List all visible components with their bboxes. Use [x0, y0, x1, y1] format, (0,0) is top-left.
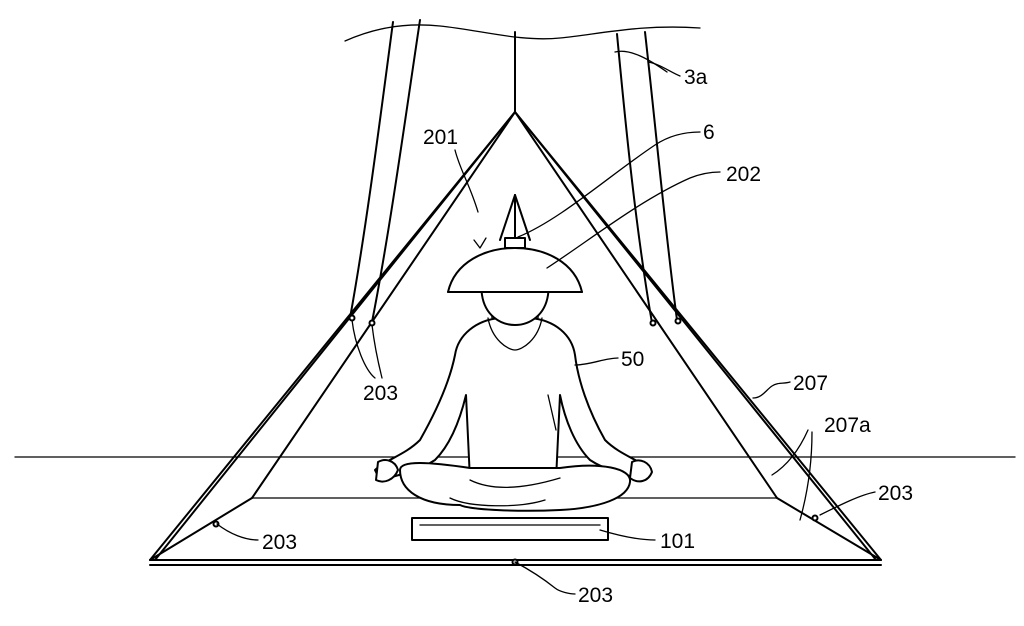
hood: [448, 248, 582, 292]
label-203-left: 203: [363, 382, 398, 405]
hood-hanger: [500, 195, 530, 248]
label-6: 6: [703, 121, 715, 144]
label-207: 207: [793, 372, 828, 395]
label-202: 202: [726, 163, 761, 186]
label-50: 50: [621, 348, 644, 371]
label-203-right: 203: [878, 482, 913, 505]
label-203-bottom: 203: [578, 584, 613, 607]
label-101: 101: [660, 530, 695, 553]
cushion: [412, 518, 608, 540]
label-203-bottom-left: 203: [262, 531, 297, 554]
label-3a: 3a: [684, 66, 708, 89]
ceiling-break-line: [345, 25, 700, 41]
label-201: 201: [423, 126, 458, 149]
label-207a: 207a: [824, 414, 871, 437]
